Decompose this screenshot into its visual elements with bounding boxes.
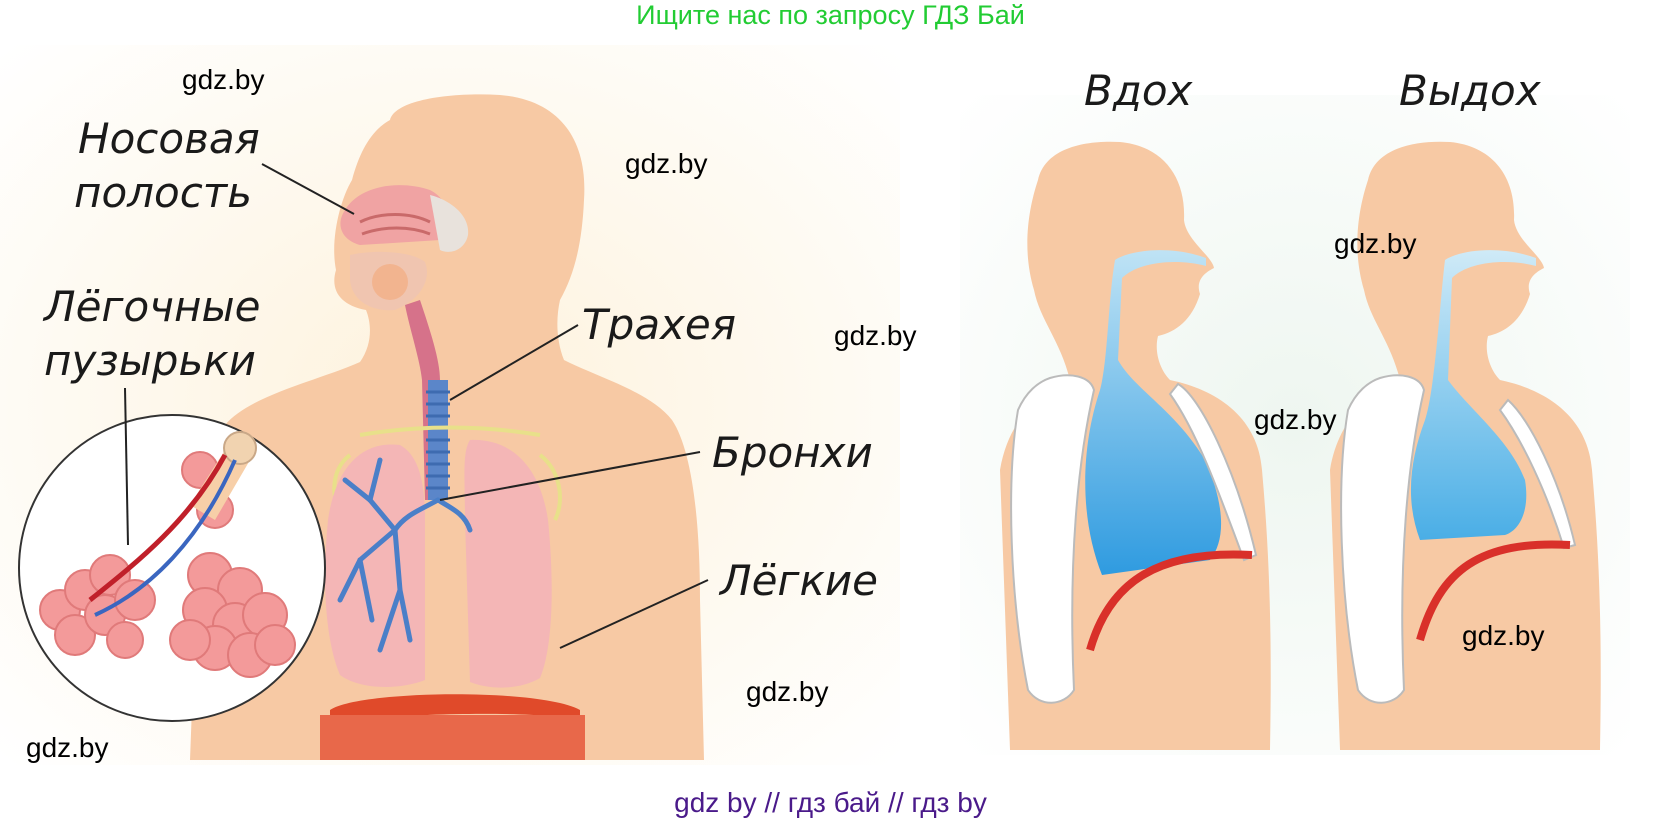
watermark: gdz.by [26, 732, 109, 763]
label-alveoli-line2: пузырьки [44, 336, 256, 385]
bronchi [337, 457, 473, 653]
watermark: gdz.by [625, 148, 708, 179]
watermark: gdz.by [1334, 228, 1417, 259]
inhale-figure [1000, 141, 1271, 750]
label-exhale: Выдох [1399, 66, 1541, 115]
diaphragm-band [320, 715, 585, 760]
top-banner: Ищите нас по запросу ГДЗ Бай [636, 0, 1025, 30]
watermark: gdz.by [746, 676, 829, 707]
label-alveoli-line1: Лёгочные [44, 282, 261, 331]
leader-lines [124, 163, 709, 649]
nasal-cavity [340, 185, 469, 311]
watermark: gdz.by [834, 320, 917, 351]
respiratory-diagram [0, 45, 900, 765]
label-trachea: Трахея [582, 300, 737, 349]
exhale-figure [1330, 141, 1601, 750]
label-inhale: Вдох [1084, 66, 1193, 115]
breathing-diagram [960, 95, 1630, 755]
trachea [405, 300, 450, 500]
right-lung [464, 439, 552, 688]
label-bronchi: Бронхи [712, 428, 873, 477]
watermark: gdz.by [1254, 404, 1337, 435]
watermark: gdz.by [1462, 620, 1545, 651]
alveoli-magnified [18, 414, 326, 722]
lungs [325, 439, 552, 688]
left-lung [325, 444, 425, 687]
bottom-banner: gdz by // гдз бай // гдз by [674, 787, 987, 818]
label-nasal-cavity-line1: Носовая [78, 114, 260, 163]
diaphragm [330, 694, 580, 728]
label-nasal-cavity-line2: полость [74, 168, 253, 217]
watermark: gdz.by [182, 64, 265, 95]
label-lungs: Лёгкие [720, 556, 878, 605]
